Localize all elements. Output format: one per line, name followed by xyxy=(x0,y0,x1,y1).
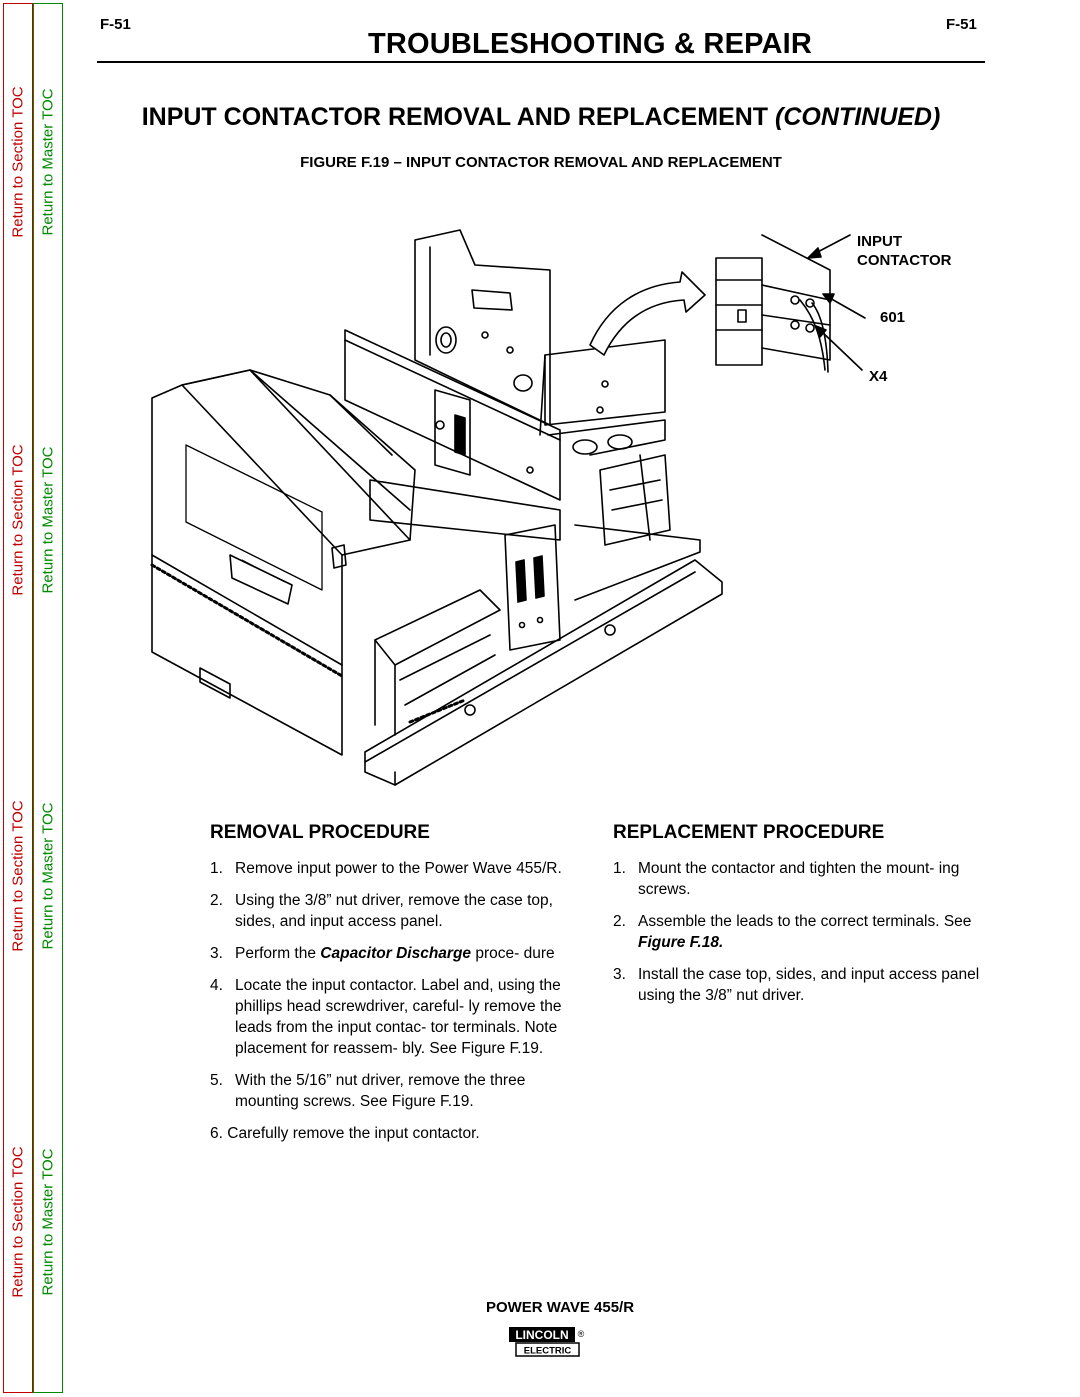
section-title-main: INPUT CONTACTOR REMOVAL AND REPLACEMENT xyxy=(141,103,769,131)
page-number-left: F-51 xyxy=(100,16,131,33)
replacement-procedure-heading: REPLACEMENT PROCEDURE xyxy=(613,822,885,843)
mid-floor xyxy=(369,479,561,541)
step-text: Install the case top, sides, and input a… xyxy=(638,966,980,1004)
step-text: proce- dure xyxy=(471,945,555,962)
return-to-master-toc-link-4[interactable]: Return to Master TOC xyxy=(39,1148,57,1296)
removal-procedure-heading: REMOVAL PROCEDURE xyxy=(210,822,430,843)
step-number: 2. xyxy=(210,892,223,909)
step-number: 3. xyxy=(210,945,223,962)
step-text: With the 5/16” nut driver, remove the th… xyxy=(235,1072,526,1110)
removal-step: 2. Using the 3/8” nut driver, remove the … xyxy=(210,890,582,932)
internal-plate xyxy=(434,389,471,476)
footer-product-name: POWER WAVE 455/R xyxy=(485,1299,635,1316)
return-to-section-toc-link-3[interactable]: Return to Section TOC xyxy=(9,800,27,952)
front-housing xyxy=(150,369,411,756)
base-rail xyxy=(364,559,723,786)
top-panel xyxy=(181,369,416,541)
step-number: 3. xyxy=(613,966,626,983)
replacement-step: 2. Assemble the leads to the correct term… xyxy=(613,911,985,953)
removal-step: 3. Perform the Capacitor Discharge proce-… xyxy=(210,943,582,964)
step-number: 1. xyxy=(210,860,223,877)
lincoln-electric-logo: LINCOLN ELECTRIC ® xyxy=(507,1325,587,1359)
pc-board xyxy=(504,524,561,651)
step-text: Using the 3/8” nut driver, remove the ca… xyxy=(235,892,553,930)
master-toc-column: Return to Master TOC Return to Master TO… xyxy=(33,3,63,1393)
removal-step: 6. Carefully remove the input contactor. xyxy=(210,1123,582,1144)
input-contactor xyxy=(715,234,831,373)
figure-f18-reference[interactable]: Figure F.18. xyxy=(638,934,724,951)
logo-text-top: LINCOLN xyxy=(515,1328,568,1342)
step-text: Assemble the leads to the correct termin… xyxy=(638,913,972,930)
callout-x4: X4 xyxy=(869,368,888,385)
callout-601: 601 xyxy=(880,309,906,326)
pointer-arrow xyxy=(589,271,706,356)
return-to-master-toc-link-3[interactable]: Return to Master TOC xyxy=(39,802,57,950)
replacement-step: 3. Install the case top, sides, and input… xyxy=(613,964,985,1006)
removal-step: 4. Locate the input contactor. Label and,… xyxy=(210,975,582,1059)
rear-wall xyxy=(344,329,561,501)
lower-tray xyxy=(574,524,701,601)
section-title-suffix: (CONTINUED) xyxy=(775,103,941,131)
logo-text-bottom: ELECTRIC xyxy=(524,1346,572,1357)
contactor-removal-illustration xyxy=(150,229,866,786)
callout-arrows xyxy=(807,234,866,371)
header-title: TROUBLESHOOTING & REPAIR xyxy=(367,28,813,60)
right-wing-panel xyxy=(539,339,666,456)
replacement-step: 1. Mount the contactor and tighten the mo… xyxy=(613,858,985,900)
section-toc-column: Return to Section TOC Return to Section … xyxy=(3,3,33,1393)
step-number: 2. xyxy=(613,913,626,930)
step-number: 4. xyxy=(210,977,223,994)
callout-input: INPUT xyxy=(857,233,902,250)
removal-steps: 1. Remove input power to the Power Wave 4… xyxy=(210,858,582,1155)
removal-step: 1. Remove input power to the Power Wave 4… xyxy=(210,858,582,879)
return-to-section-toc-link-4[interactable]: Return to Section TOC xyxy=(9,1146,27,1298)
replacement-steps: 1. Mount the contactor and tighten the mo… xyxy=(613,858,985,1017)
removal-step: 5. With the 5/16” nut driver, remove the … xyxy=(210,1070,582,1112)
step-number: 5. xyxy=(210,1072,223,1089)
figure-caption: FIGURE F.19 – INPUT CONTACTOR REMOVAL AN… xyxy=(300,154,782,171)
lower-frame xyxy=(374,589,501,736)
step-text: Remove input power to the Power Wave 455… xyxy=(235,860,562,877)
transformer xyxy=(599,454,671,546)
step-number: 6. xyxy=(210,1125,223,1142)
header-divider xyxy=(97,61,985,63)
page-number-right: F-51 xyxy=(946,16,977,33)
callout-contactor: CONTACTOR xyxy=(857,252,952,269)
section-title: INPUT CONTACTOR REMOVAL AND REPLACEMENT … xyxy=(97,103,985,132)
upper-bracket xyxy=(414,229,551,426)
step-number: 1. xyxy=(613,860,626,877)
logo-registered-mark: ® xyxy=(578,1329,585,1339)
step-text: Perform the xyxy=(235,945,321,962)
step-text: Mount the contactor and tighten the moun… xyxy=(638,860,960,898)
callout-input-contactor: INPUT CONTACTOR xyxy=(857,232,951,270)
step-text: Locate the input contactor. Label and, u… xyxy=(235,977,562,1057)
capacitor-discharge-reference[interactable]: Capacitor Discharge xyxy=(320,945,472,962)
step-text: Carefully remove the input contactor. xyxy=(227,1125,480,1142)
